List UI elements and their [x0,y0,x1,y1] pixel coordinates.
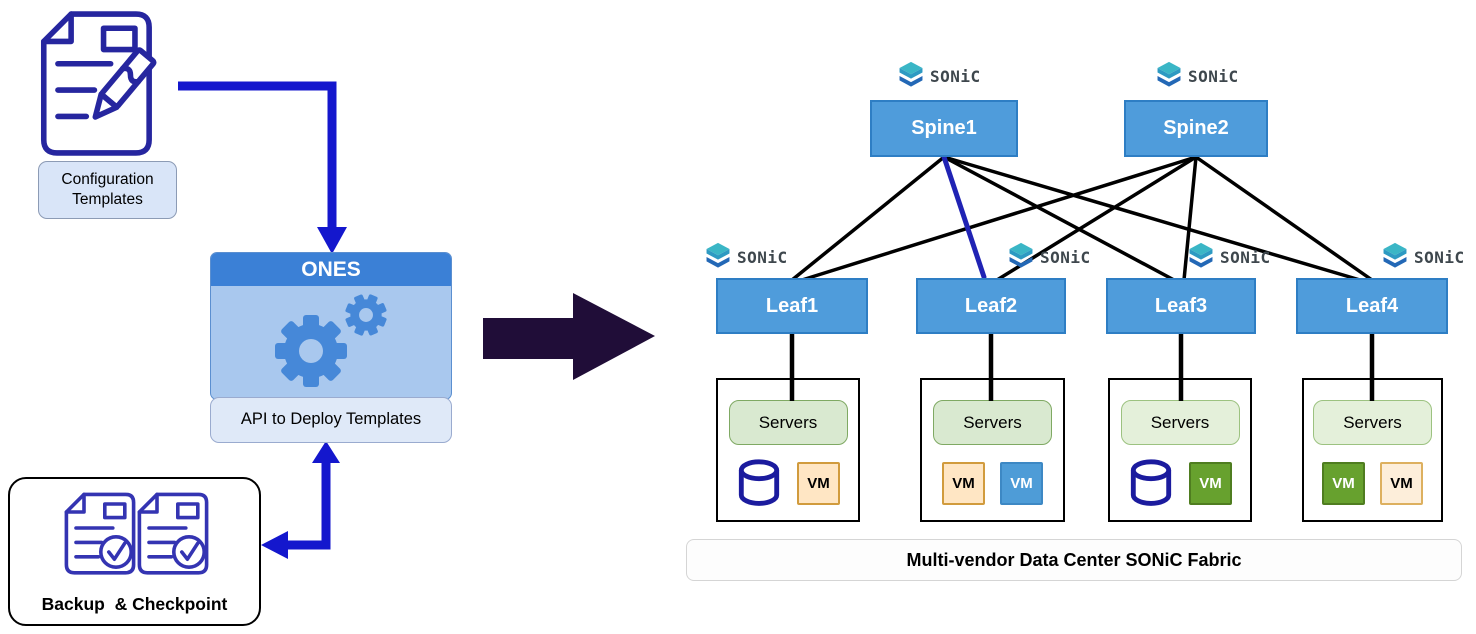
sonic-mark-icon [1157,61,1181,87]
backup-checkpoint-box: Backup & Checkpoint [8,477,261,626]
node-spine2: Spine2 [1124,100,1268,157]
document-check-icon [64,492,136,575]
vm-box-blue: VM [1000,461,1043,505]
node-spine1: Spine1 [870,100,1018,157]
sonic-mark-icon [706,242,730,268]
vm-box-orange: VM [942,461,985,505]
sonic-logo-text: SONiC [1414,247,1465,267]
sonic-logo-text: SONiC [1188,66,1239,86]
sonic-mark-icon [1189,242,1213,268]
server-group-3: Servers VM [1108,378,1252,522]
node-leaf2: Leaf2 [916,278,1066,334]
vm-box-orange: VM [797,461,840,505]
node-leaf3: Leaf3 [1106,278,1256,334]
servers-label: Servers [933,400,1052,445]
sonic-logo: SONiC [1006,240,1091,274]
fabric-title-bar: Multi-vendor Data Center SONiC Fabric [686,539,1462,581]
sonic-mark-icon [899,61,923,87]
servers-label: Servers [728,400,848,445]
backup-checkpoint-label: Backup & Checkpoint [41,594,228,614]
servers-label: Servers [1313,400,1432,445]
vm-box-orange: VM [1380,461,1423,505]
sonic-logo: SONiC [1380,240,1465,274]
sonic-logo: SONiC [1186,240,1271,274]
database-icon [736,458,782,509]
vm-box-green: VM [1322,461,1365,505]
sonic-logo-text: SONiC [1220,247,1271,267]
sonic-logo-text: SONiC [930,66,981,86]
document-check-icon [137,492,209,575]
configuration-document-icon [40,11,157,156]
server-group-1: Servers VM [716,378,860,522]
server-group-4: Servers VM VM [1302,378,1443,522]
sonic-logo: SONiC [1154,59,1239,93]
gears-icon [275,293,387,387]
sonic-logo-text: SONiC [737,247,788,267]
api-deploy-label: API to Deploy Templates [210,397,452,443]
sonic-mark-icon [1383,242,1407,268]
backup-documents-icons [60,490,213,582]
database-icon [1128,458,1174,509]
ones-box: ONES [210,252,452,400]
sonic-logo: SONiC [703,240,788,274]
vm-box-green: VM [1189,461,1232,505]
node-leaf1: Leaf1 [716,278,868,334]
server-group-2: Servers VM VM [920,378,1065,522]
servers-label: Servers [1120,400,1240,445]
sonic-mark-icon [1009,242,1033,268]
node-leaf4: Leaf4 [1296,278,1448,334]
configuration-templates-label: Configuration Templates [38,161,177,219]
ones-title: ONES [211,253,451,286]
sonic-logo: SONiC [896,59,981,93]
ones-body [211,286,451,399]
sonic-logo-text: SONiC [1040,247,1091,267]
